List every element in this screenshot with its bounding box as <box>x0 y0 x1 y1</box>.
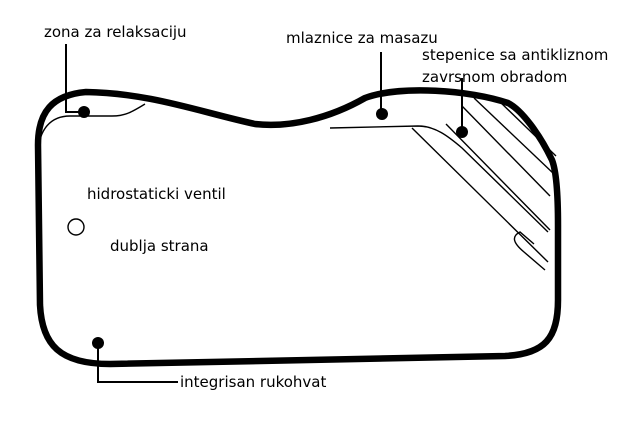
side-bench-contour <box>513 231 546 271</box>
leader-relaxation-zone <box>65 44 82 113</box>
label-hydrostatic-valve: hidrostaticki ventil <box>87 185 226 203</box>
massage-jet-marker <box>376 108 388 120</box>
relaxation-bench-contour <box>37 103 146 151</box>
leader-integrated-handrail <box>97 344 178 383</box>
relaxation-zone-marker <box>78 106 90 118</box>
step-edge-1 <box>411 127 549 263</box>
step-edge-2 <box>461 105 551 197</box>
label-integrated-handrail: integrisan rukohvat <box>180 373 327 391</box>
step-edge-5 <box>445 123 551 231</box>
steps-marker <box>456 126 468 138</box>
label-steps-line2: zavrsnom obradom <box>422 68 568 86</box>
hydrostatic-valve-icon <box>67 218 85 236</box>
step-edge-4 <box>497 99 557 157</box>
label-relaxation-zone: zona za relaksaciju <box>44 23 187 41</box>
step-edge-3 <box>473 97 555 175</box>
label-steps-line1: stepenice sa antikliznom <box>422 46 609 64</box>
label-massage-jets: mlaznice za masazu <box>286 29 438 47</box>
handrail-marker <box>92 337 104 349</box>
label-deep-end: dublja strana <box>110 237 209 255</box>
leader-lines <box>65 44 463 383</box>
massage-bench-contour <box>329 125 549 233</box>
pool-outline <box>34 87 562 368</box>
steps-lines <box>411 97 557 263</box>
